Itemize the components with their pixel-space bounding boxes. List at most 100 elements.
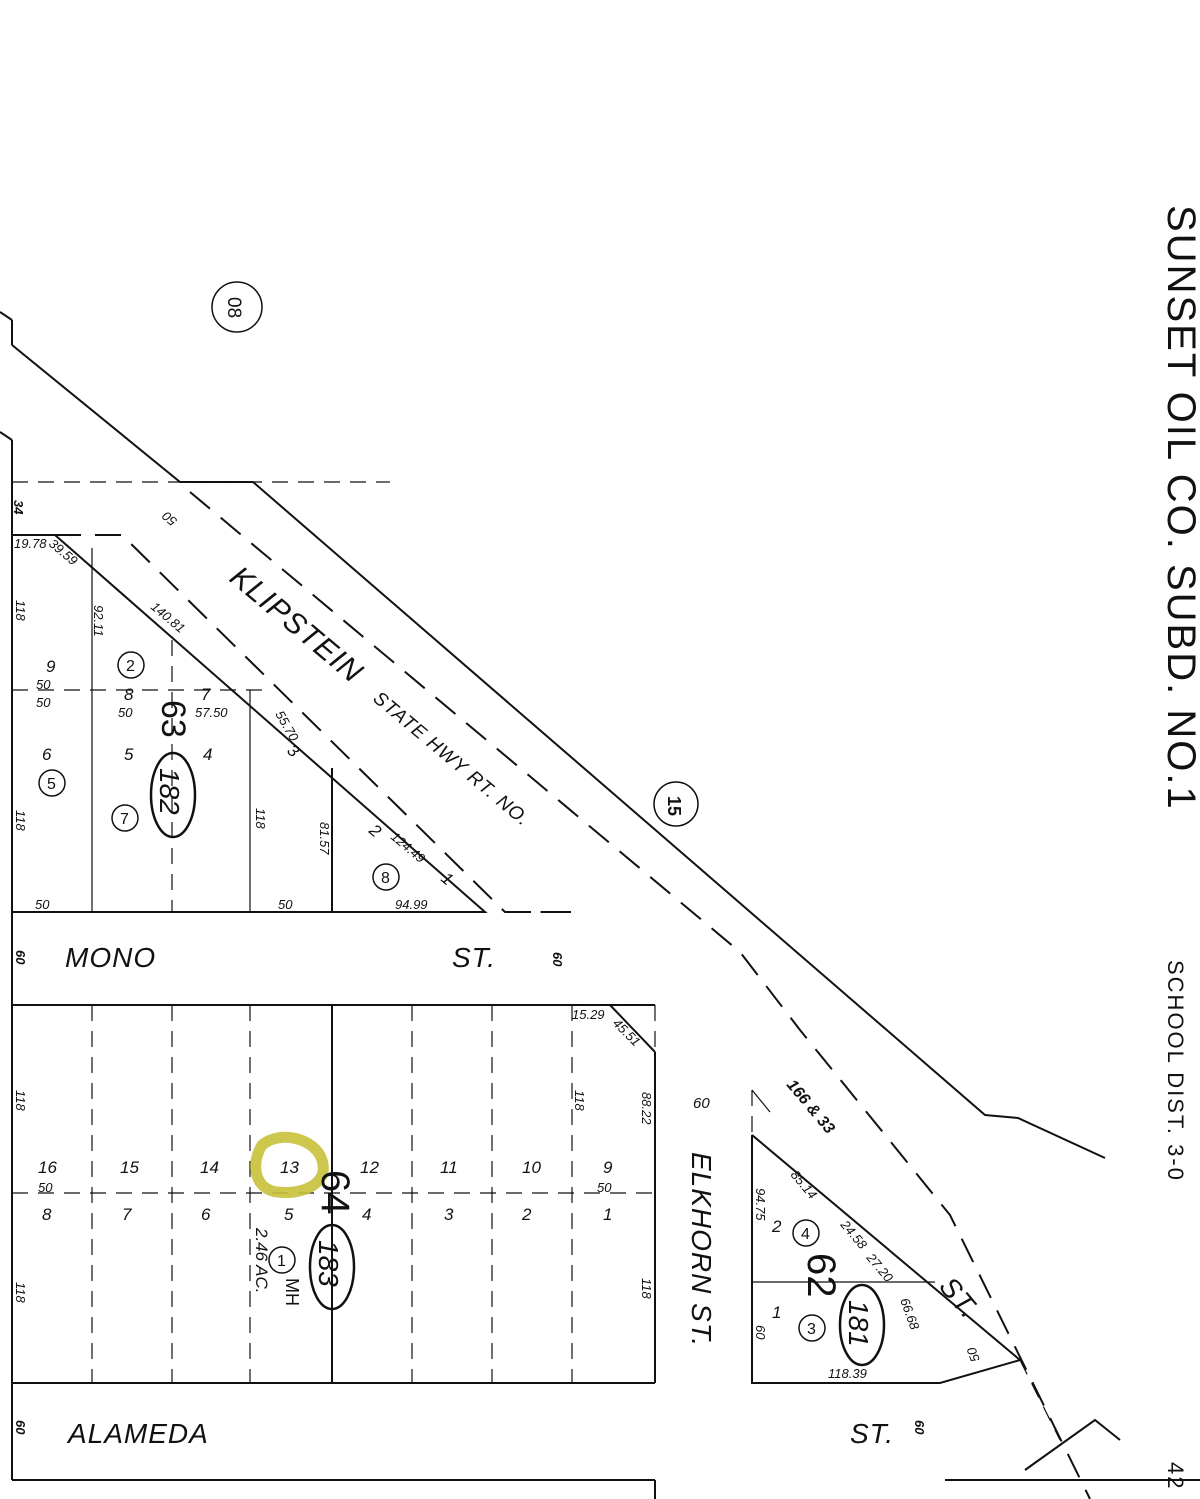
map-linework [0, 311, 1200, 1499]
dimension: 88.22 [639, 1092, 654, 1125]
dimension: 118 [13, 810, 28, 831]
dimension: 55.70 [272, 708, 302, 744]
dimension: 118 [639, 1278, 654, 1299]
circle-parcel-3: 3 [798, 1314, 826, 1342]
dimension: 24.58 [837, 1217, 871, 1253]
street-elkhorn: ELKHORN ST. [686, 1152, 717, 1347]
lot-label: 4 [362, 1205, 371, 1224]
dimension: 94.75 [753, 1188, 768, 1221]
parcel-4-label: 4 [801, 1226, 810, 1243]
street-alameda-st: ST. [850, 1418, 894, 1449]
lot-label: 13 [280, 1158, 299, 1177]
dimension: 118 [13, 1282, 28, 1303]
dimension: 50 [964, 1345, 983, 1364]
lot-label: 2 [771, 1217, 782, 1236]
dimension: 57.50 [195, 705, 228, 720]
circle-parcel-5: 5 [38, 769, 66, 797]
street-klipstein: KLIPSTEIN [224, 560, 370, 690]
dimension: 50 [36, 677, 51, 692]
dimension: 45.51 [610, 1016, 644, 1050]
dimension: 50 [597, 1180, 612, 1195]
lot-label: 9 [46, 657, 56, 676]
dimension: 60 [912, 1420, 927, 1435]
mh-label: MH [282, 1278, 302, 1306]
block64-lot-labels: 16 15 14 13 12 11 10 9 8 7 6 5 4 3 2 1 [38, 1158, 613, 1224]
dimension: 81.57 [317, 822, 332, 855]
lot-label: 16 [38, 1158, 57, 1177]
dimension: 60 [753, 1325, 768, 1340]
block-181-oval: 181 [838, 1283, 886, 1367]
parcel-2-label: 2 [126, 658, 135, 675]
lot-label: 7 [201, 685, 211, 704]
block-183: 183 [313, 1240, 344, 1287]
street-mono: MONO [65, 942, 156, 973]
lot-label: 1 [603, 1205, 612, 1224]
dimension: 50 [278, 897, 293, 912]
dimension: 85.14 [788, 1167, 820, 1202]
dimension: 118 [13, 600, 28, 621]
dimension: 19.78 [14, 536, 47, 551]
dimension: 60 [550, 952, 565, 967]
circle-parcel-8: 8 [372, 863, 400, 891]
lot-label: 15 [120, 1158, 139, 1177]
lot-label: 2 [365, 820, 386, 842]
dimension: 50 [38, 1180, 53, 1195]
lot-label: 12 [360, 1158, 379, 1177]
page-corner-number: 42 [1163, 1462, 1188, 1490]
block-62: 62 [799, 1253, 843, 1298]
dimension: 50 [35, 897, 50, 912]
circle-route-15: 15 [653, 781, 699, 827]
lot-label: 4 [203, 745, 212, 764]
lot-label: 8 [42, 1205, 52, 1224]
dimension: 50 [118, 705, 133, 720]
dimension: 124.49 [388, 829, 428, 866]
parcel-5-label: 5 [47, 776, 56, 793]
dimension: 118 [13, 1090, 28, 1111]
circle-parcel-2: 2 [117, 651, 145, 679]
lot-label: 1 [772, 1303, 781, 1322]
highlight-mark [250, 1131, 329, 1199]
dimension: 94.99 [395, 897, 428, 912]
block-182: 182 [154, 768, 185, 815]
dimension: 118 [572, 1090, 587, 1111]
dimension: 66.68 [897, 1296, 922, 1332]
sheet-08-label: 08 [223, 297, 244, 318]
block-181: 181 [843, 1300, 874, 1347]
parcel-7-label: 7 [120, 811, 129, 828]
school-district: SCHOOL DIST. 3-0 [1163, 960, 1188, 1182]
dimension: 60 [693, 1095, 710, 1112]
map-title: SUNSET OIL CO. SUBD. NO.1 [1159, 205, 1200, 811]
lot-label: 9 [603, 1158, 613, 1177]
lot-label: 14 [200, 1158, 219, 1177]
dimension: 39.59 [46, 536, 81, 568]
lot-label: 7 [122, 1205, 132, 1224]
street-corner-st: ST. [933, 1271, 985, 1325]
dimension: 27.20 [863, 1250, 897, 1286]
lot-label: 2 [521, 1205, 532, 1224]
dimension: 140.81 [148, 599, 188, 636]
lot-label: 3 [444, 1205, 454, 1224]
dimension: 118.39 [828, 1366, 867, 1381]
circle-parcel-4: 4 [792, 1219, 820, 1247]
dimension: 118 [253, 808, 268, 829]
lot-label: 11 [440, 1158, 458, 1177]
block-182-oval: 182 [149, 751, 197, 839]
block-63: 63 [154, 700, 192, 738]
lot-label: 8 [124, 685, 134, 704]
street-alameda: ALAMEDA [66, 1418, 209, 1449]
circle-parcel-7: 7 [111, 804, 139, 832]
dimension: 50 [36, 695, 51, 710]
dimension: 60 [13, 950, 28, 965]
lot-label: 10 [522, 1158, 541, 1177]
parcel-3-label: 3 [807, 1321, 816, 1338]
street-mono-st: ST. [452, 942, 496, 973]
route-15-label: 15 [664, 796, 684, 816]
route-166-33: 166 & 33 [783, 1077, 838, 1138]
parcel-1-label: 1 [277, 1253, 286, 1270]
lot-label: 5 [124, 745, 134, 764]
block-64: 64 [313, 1170, 357, 1215]
acreage-label: 2.46 AC. [252, 1227, 271, 1294]
dimension: 15.29 [572, 1007, 605, 1022]
circle-sheet-08: 08 [211, 281, 263, 333]
